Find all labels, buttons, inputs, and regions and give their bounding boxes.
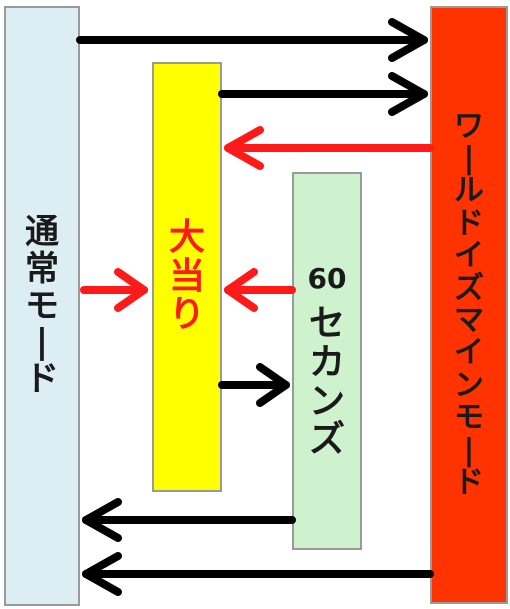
world-is-mine-mode-box: ワ|ルドイズマインモ|ド (430, 6, 508, 604)
normal-mode-label: 通常モ|ド (25, 212, 59, 400)
arrow-sixty-to-normal (82, 498, 296, 542)
arrow-world-to-normal (82, 552, 434, 596)
arrow-jackpot-to-sixty (218, 363, 290, 407)
jackpot-label: 大当り (168, 216, 205, 336)
arrow-normal-to-world (76, 18, 428, 62)
arrow-sixty-to-jackpot (224, 268, 296, 312)
arrow-jackpot-to-world (218, 72, 428, 116)
arrow-world-to-jackpot (224, 126, 434, 170)
world-is-mine-mode-label: ワ|ルドイズマインモ|ド (454, 108, 484, 500)
arrow-normal-to-jackpot (80, 268, 148, 312)
sixty-seconds-label: セカンズ (308, 302, 345, 461)
normal-mode-box: 通常モ|ド (4, 6, 80, 606)
sixty-seconds-box: 60 セカンズ (292, 172, 362, 550)
jackpot-box: 大当り (152, 62, 222, 492)
sixty-number-label: 60 (307, 261, 347, 295)
